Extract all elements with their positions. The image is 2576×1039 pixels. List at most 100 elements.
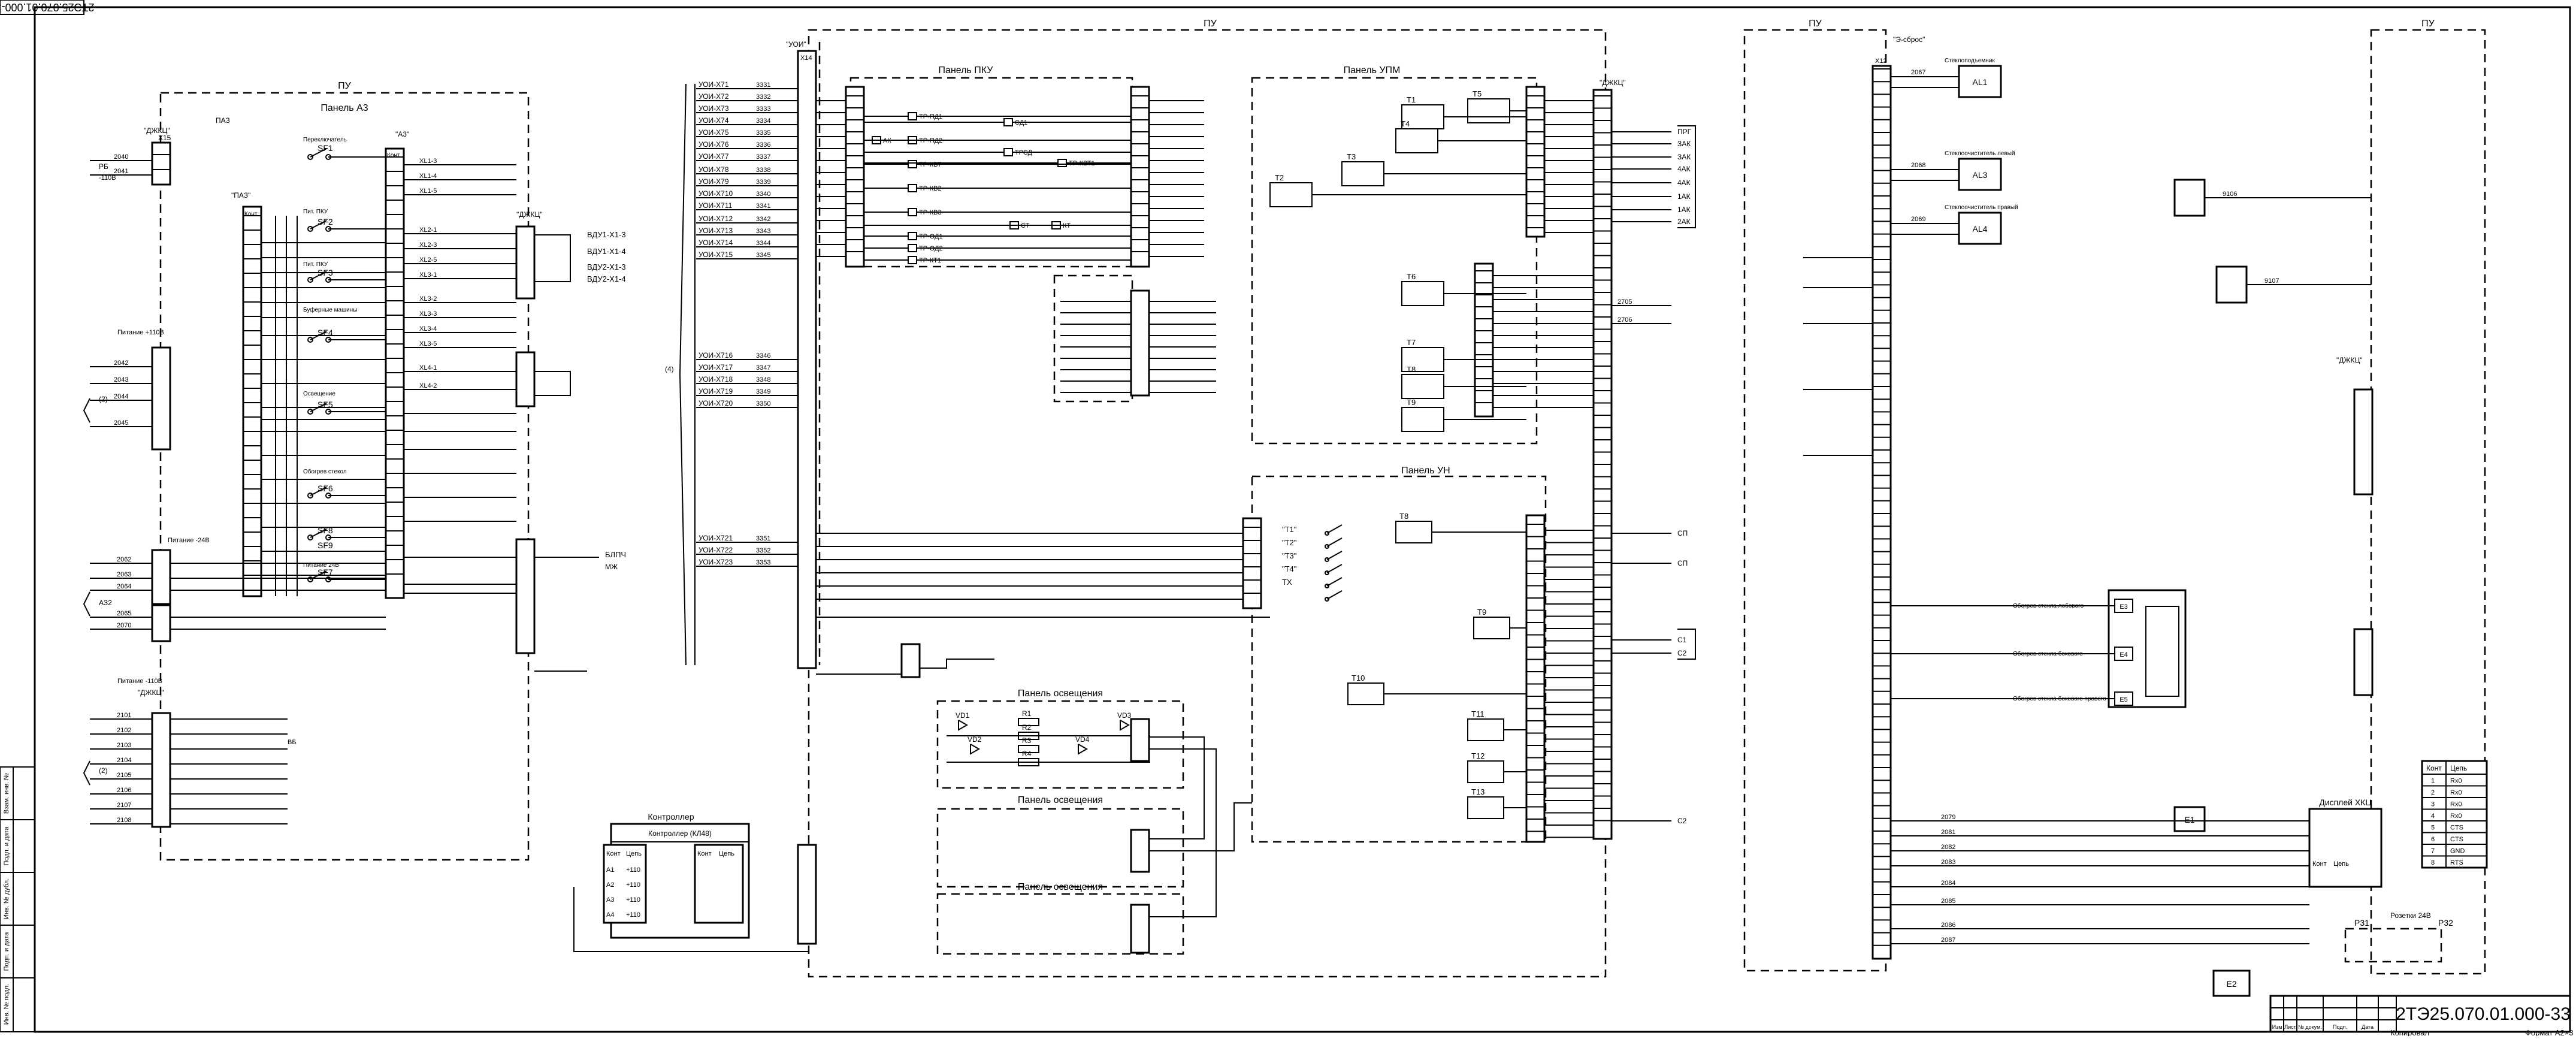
display-cell: CTS	[2450, 824, 2463, 832]
switch-blade	[310, 487, 327, 496]
display-cell: 1	[2431, 778, 2435, 785]
panel-light1-frame	[936, 700, 1184, 789]
light-terminal	[1130, 718, 1150, 762]
terminal-block-x13: "ДЖКЦ"	[138, 688, 171, 828]
panel-a3-wires: XL1-3XL1-4XL1-5XL2-1XL2-3XL2-5XL3-1XL3-2…	[83, 153, 516, 824]
display-cell: Rx0	[2450, 789, 2462, 796]
uoi-bus-label: УОИ-Х718	[699, 375, 733, 383]
left-cable-labels	[534, 234, 599, 672]
cable-label: XL2-5	[419, 256, 437, 264]
wire-number: 2081	[1941, 829, 1955, 836]
left-label: АЗ2	[99, 599, 112, 607]
un-terminal-right	[1525, 514, 1546, 843]
controller-cell: +110	[626, 881, 640, 889]
wire-number: 2104	[117, 757, 131, 764]
wire-number: 2085	[1941, 898, 1955, 905]
display-cell: 6	[2431, 836, 2435, 843]
switch-caption: Буферные машины	[303, 306, 357, 313]
left-label: Питание -24В	[168, 537, 210, 544]
zone-frame-pu-main	[808, 29, 1607, 978]
switch-caption: Пит. ПКУ	[303, 209, 328, 215]
bracket	[83, 591, 90, 617]
module-label: P32	[2438, 918, 2453, 928]
module-label: AL3	[1973, 170, 1988, 180]
module-label: E3	[2120, 603, 2127, 611]
relay-coil	[1003, 118, 1013, 126]
wire-number: 3347	[756, 364, 770, 371]
relay-coil	[908, 160, 917, 168]
wire-number: 2070	[117, 622, 131, 629]
wire-number: 2706	[1617, 316, 1632, 324]
terminal-column-x6: "ПАЗ" Конт	[231, 191, 262, 597]
panel-pku-frame	[849, 77, 1133, 268]
switch-contact	[307, 493, 313, 499]
controller-subtitle: Контроллер (КЛ48)	[648, 829, 712, 838]
diode-label: VD4	[1075, 735, 1090, 744]
bracket	[534, 234, 571, 282]
switch-blade	[1326, 551, 1343, 560]
resistor-label: R3	[1022, 736, 1032, 745]
display-cell: 8	[2431, 859, 2435, 866]
un-label: "Т1"	[1282, 525, 1297, 534]
module-caption: Стеклоочиститель правый	[1945, 204, 2018, 211]
relay-coil	[908, 112, 917, 120]
display-cell: 4	[2431, 813, 2435, 820]
panel-light2-frame	[936, 808, 1184, 888]
pku-terminal-left	[845, 86, 865, 268]
relay-coil	[908, 208, 917, 216]
relay-box	[1467, 760, 1504, 783]
output-label: БЛПЧ	[605, 550, 626, 559]
controller-col: Цепь	[719, 850, 734, 857]
wire-number: 2087	[1941, 937, 1955, 944]
panel-un-frame	[1251, 475, 1547, 843]
output-label: СП	[1677, 559, 1688, 567]
diode	[958, 720, 969, 731]
switch-blade	[310, 220, 327, 229]
switch-blade	[1326, 524, 1343, 534]
title-block-header: Дата	[2362, 1024, 2374, 1030]
switch-caption: Освещение	[303, 391, 335, 397]
terminal-cap: Конт	[387, 152, 400, 159]
zone-label: ПУ	[1809, 19, 1822, 29]
transformer-box	[1401, 407, 1444, 432]
module-box	[1958, 158, 2002, 191]
controller-cell: А2	[606, 881, 614, 889]
wire-number: 2705	[1617, 298, 1632, 306]
side-stamp-cell: Инв. № дубл.	[3, 878, 10, 919]
display-cell: Rx0	[2450, 813, 2462, 820]
relay-box	[2173, 179, 2206, 217]
terminal-column-main-right: "ДЖКЦ"	[1592, 78, 1626, 840]
relay-coil	[1057, 159, 1067, 167]
relay-box	[1347, 682, 1384, 705]
switch-contact	[1325, 597, 1329, 602]
wire-number: 3333	[756, 105, 770, 113]
wire-number: 3352	[756, 547, 770, 554]
output-label: 2АК	[1677, 218, 1691, 226]
light-terminal	[1130, 829, 1150, 873]
module-box	[2173, 806, 2206, 832]
wire-number: 3340	[756, 191, 770, 198]
title-block-header: Подп.	[2333, 1024, 2347, 1030]
wire-number: 2084	[1941, 880, 1955, 887]
relay-label: Т2	[1275, 173, 1284, 182]
terminal-block-x13b	[797, 844, 817, 945]
copied-label: Копировал	[2390, 1028, 2429, 1036]
display-col: Конт	[2312, 860, 2327, 868]
relay-box	[1467, 718, 1504, 741]
wire-number: 2086	[1941, 922, 1955, 929]
light-terminal	[1130, 904, 1150, 954]
terminal-block-x15: "ДЖКЦ" X15	[144, 126, 171, 186]
switch-contact	[307, 154, 313, 160]
zone-frame-pu-left	[159, 92, 530, 861]
switch-caption: Пит. ПКУ	[303, 261, 328, 268]
left-label: Питание +110В	[117, 329, 164, 336]
resistor-label: R1	[1022, 709, 1032, 718]
display-cell: Rx0	[2450, 778, 2462, 785]
relay-coil	[908, 184, 917, 192]
wire	[1149, 736, 1205, 839]
left-label: РБ	[99, 162, 108, 171]
switch-blade	[310, 148, 327, 158]
output-label: ВДУ1-Х1-3	[587, 230, 626, 239]
wire-number: 3337	[756, 153, 770, 161]
